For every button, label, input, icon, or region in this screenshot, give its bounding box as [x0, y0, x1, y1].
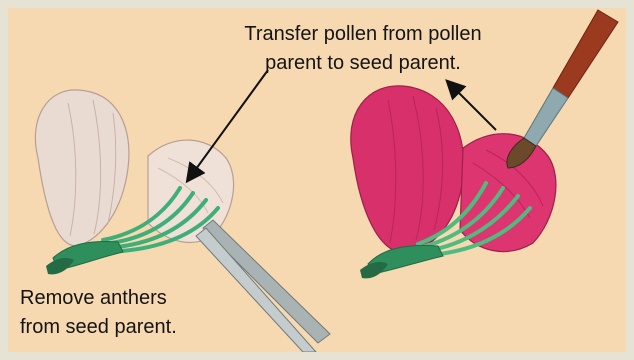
paintbrush-icon [507, 10, 618, 168]
remove-anthers-label: Remove anthers from seed parent. [20, 284, 240, 342]
illustration-panel: Transfer pollen from pollen parent to se… [8, 8, 626, 352]
seed-parent-flower-icon [35, 90, 233, 274]
pollen-parent-flower-icon [351, 86, 556, 279]
transfer-pollen-label: Transfer pollen from pollen parent to se… [213, 20, 513, 78]
